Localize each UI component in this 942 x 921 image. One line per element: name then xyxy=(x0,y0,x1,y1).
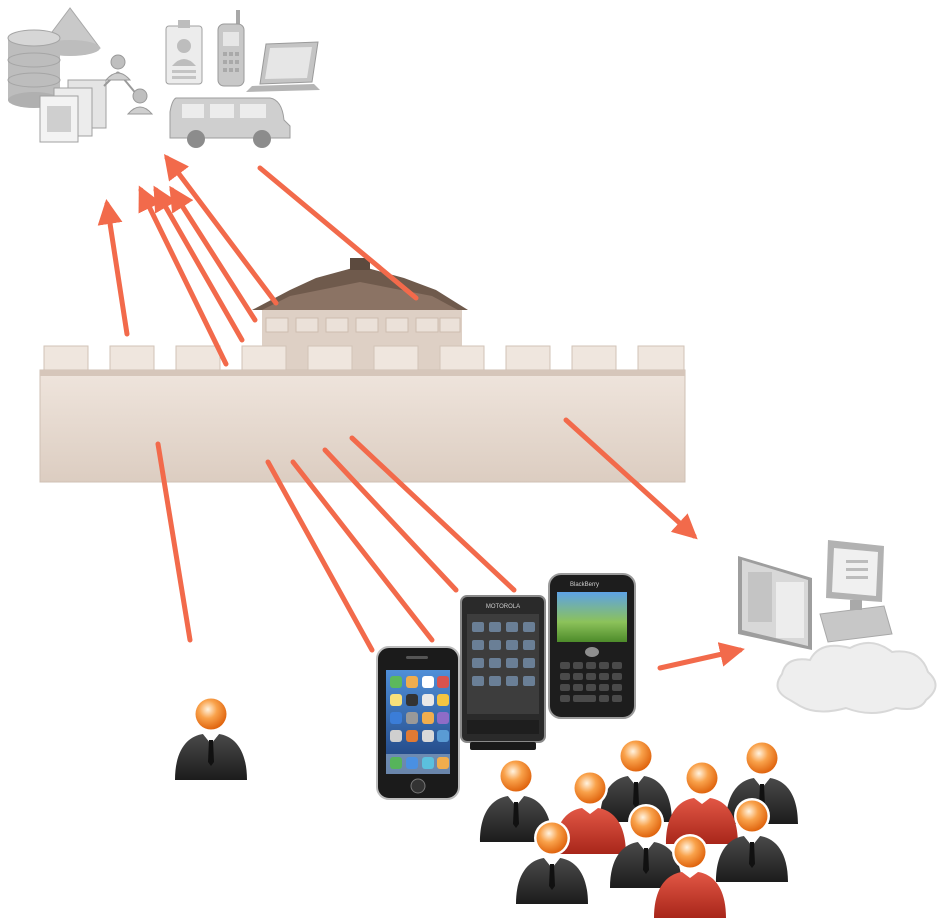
arrow xyxy=(322,447,459,593)
desktop-computer-icon xyxy=(738,540,893,650)
crowd-person xyxy=(666,760,738,844)
wall-top-edge xyxy=(40,370,685,376)
arrow xyxy=(155,441,193,643)
arrow xyxy=(349,435,517,593)
motorola-brand-label: MOTOROLA xyxy=(486,604,520,610)
arrow xyxy=(97,199,130,337)
laptop-icon xyxy=(246,41,320,92)
documents-icon xyxy=(39,79,107,143)
org-chart-icon xyxy=(103,54,154,115)
arrow xyxy=(153,185,245,343)
smartphone-iphone-icon xyxy=(376,646,460,800)
wall-body xyxy=(39,369,686,483)
crowd-icon xyxy=(480,738,798,918)
app-icons xyxy=(472,622,535,686)
mobile-phone-icon xyxy=(217,10,245,87)
arrow xyxy=(657,642,745,671)
arrow xyxy=(265,459,375,653)
arrow xyxy=(138,185,229,367)
arrow xyxy=(257,165,419,301)
arrow xyxy=(163,154,279,306)
smartphone-motorola-icon: MOTOROLA xyxy=(460,595,546,750)
keyboard xyxy=(560,662,622,702)
person-icon xyxy=(175,696,247,780)
arrow xyxy=(290,459,435,643)
cloud-icon xyxy=(776,641,937,714)
id-badge-icon xyxy=(165,20,203,85)
battlements xyxy=(43,345,685,373)
enterprise-group xyxy=(7,7,320,148)
arrows xyxy=(97,154,745,671)
arrow xyxy=(563,417,698,540)
smartphone-blackberry-icon: BlackBerry xyxy=(548,573,636,719)
van-icon xyxy=(169,97,291,148)
blackberry-brand-label: BlackBerry xyxy=(570,582,599,588)
arrow xyxy=(169,185,258,323)
app-icons xyxy=(386,676,450,774)
